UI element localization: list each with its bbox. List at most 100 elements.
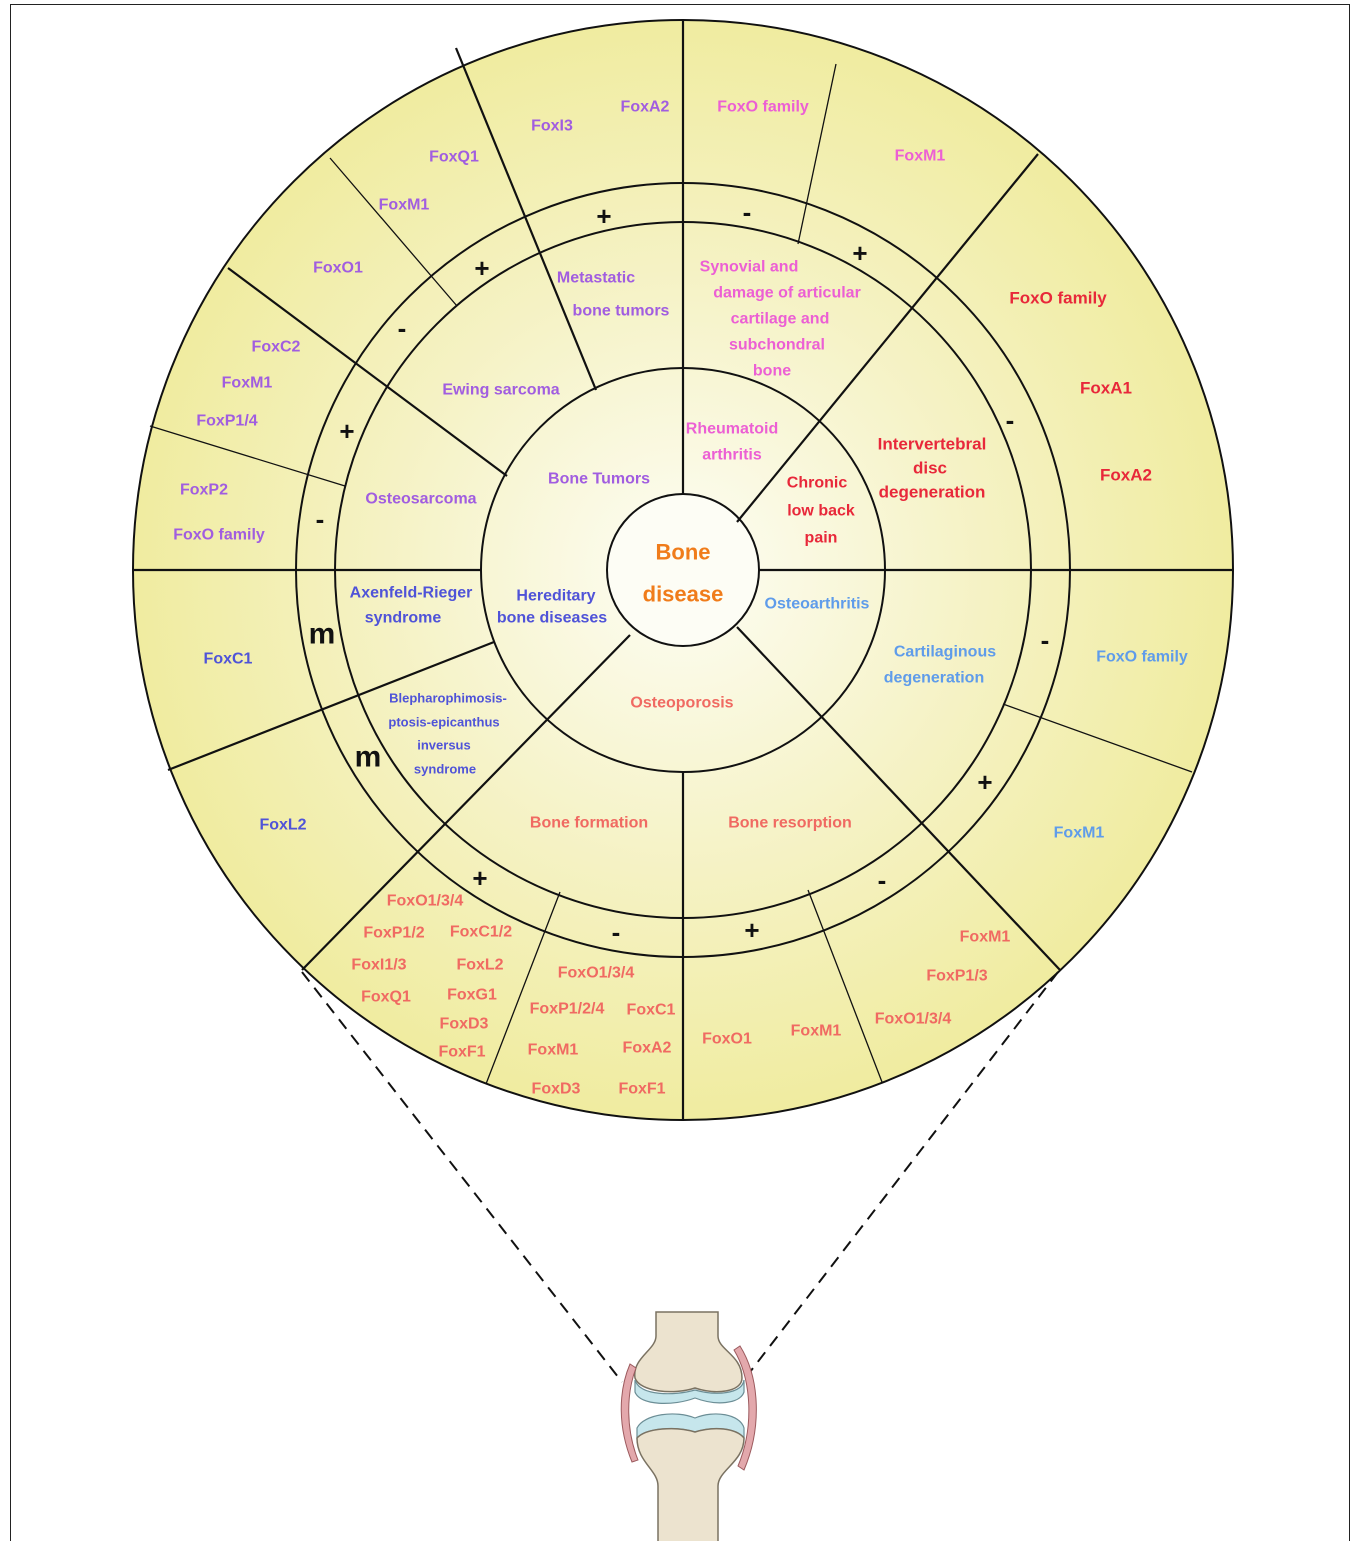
gene-foxc1-axenfeld: FoxC1 (204, 651, 253, 668)
gene-foxm1: FoxM1 (379, 197, 430, 214)
sign-resorption-minus: - (878, 865, 887, 895)
inner-bone-tumors: Bone Tumors (548, 471, 650, 488)
middle-cartilaginous-1: Cartilaginous (894, 644, 996, 661)
sign-resorption-plus: + (744, 915, 759, 945)
gene-foxm1-f: FoxM1 (791, 1023, 842, 1040)
gene-foxo-family: FoxO family (173, 527, 265, 544)
major-dividers (133, 20, 1233, 1120)
sign-axenfeld-m: m (309, 618, 336, 651)
divider-metastatic (454, 47, 598, 391)
middle-metastatic-2: bone tumors (573, 303, 670, 320)
gene-foxi3: FoxI3 (531, 118, 573, 135)
gene-foxc1-2: FoxC1/2 (450, 924, 512, 941)
middle-osteosarcoma: Osteosarcoma (365, 491, 476, 508)
gene-foxo1-3-4: FoxO1/3/4 (875, 1011, 952, 1028)
gene-foxp1-2: FoxP1/2 (363, 925, 424, 942)
middle-metastatic-1: Metastatic (557, 270, 635, 287)
center-label-line1: Bone (656, 540, 711, 565)
inner-osteoporosis: Osteoporosis (630, 695, 733, 712)
gene-foxd3: FoxD3 (532, 1081, 581, 1098)
gene-foxp1-4: FoxP1/4 (196, 413, 257, 430)
subdivider-ewing (329, 157, 458, 307)
outer-intervertebral-genes: FoxO family FoxA1 FoxA2 (1009, 289, 1152, 485)
sign-ewing-minus: - (398, 313, 407, 343)
outer-metastatic-genes: FoxA2 FoxI3 (531, 99, 669, 135)
outer-osteosarcoma-genes: FoxC2 FoxM1 FoxP1/4 FoxP2 FoxO family (173, 339, 300, 544)
gene-foxo1-b: FoxO1 (702, 1031, 752, 1048)
gene-foxm1-g: FoxM1 (528, 1042, 579, 1059)
gene-foxq1: FoxQ1 (429, 149, 479, 166)
sign-formation-plus: + (472, 863, 487, 893)
middle-synovial-5: bone (753, 363, 791, 380)
middle-bpes-4: syndrome (414, 762, 476, 777)
divider-osteosarcoma (227, 267, 508, 477)
middle-synovial-4: subchondral (729, 337, 825, 354)
subdivider-resorption (807, 889, 883, 1083)
middle-axenfeld-1: Axenfeld-Rieger (350, 585, 473, 602)
lower-bone (636, 1427, 745, 1541)
subdivider-synovial (797, 63, 837, 245)
middle-synovial-1: Synovial and (700, 259, 799, 276)
divider-upper-right (736, 153, 1039, 523)
inner-rheumatoid-2: arthritis (702, 447, 762, 464)
upper-cartilage (634, 1379, 745, 1404)
gene-foxm1-e: FoxM1 (960, 929, 1011, 946)
sign-synovial-minus: - (743, 197, 752, 227)
left-ligament (620, 1363, 639, 1463)
gene-foxm1-b: FoxM1 (222, 375, 273, 392)
sign-cartilaginous-minus: - (1041, 625, 1050, 655)
middle-bone-resorption: Bone resorption (728, 815, 852, 832)
outer-formation-minus-genes: FoxO1/3/4 FoxP1/2/4 FoxC1 FoxM1 FoxA2 Fo… (528, 965, 676, 1098)
gene-foxo1-3-4-b: FoxO1/3/4 (558, 965, 635, 982)
subdivider-osteo (149, 425, 346, 487)
outer-formation-plus-genes: FoxO1/3/4 FoxP1/2 FoxC1/2 FoxI1/3 FoxL2 … (351, 893, 512, 1061)
gene-foxg1: FoxG1 (447, 987, 497, 1004)
right-ligament (733, 1345, 757, 1471)
gene-foxp1-2-4: FoxP1/2/4 (530, 1001, 605, 1018)
outer-resorption-genes: FoxM1 FoxP1/3 FoxO1/3/4 FoxO1 FoxM1 (702, 929, 1010, 1048)
gene-foxo-family-c: FoxO family (1009, 289, 1107, 308)
middle-axenfeld-2: syndrome (365, 610, 442, 627)
middle-ewing: Ewing sarcoma (442, 382, 559, 399)
gene-foxf1: FoxF1 (618, 1081, 665, 1098)
gene-foxc1: FoxC1 (627, 1002, 676, 1019)
gene-foxf1-b: FoxF1 (438, 1044, 485, 1061)
subdivider-formation (485, 891, 561, 1085)
gene-foxm1-c: FoxM1 (895, 148, 946, 165)
inner-chronic-1: Chronic (787, 475, 848, 492)
upper-bone (634, 1311, 743, 1393)
center-circle (606, 493, 760, 647)
inner-hereditary-2: bone diseases (497, 610, 607, 627)
center-label-line2: disease (643, 582, 724, 607)
zoom-lines (301, 971, 1059, 1383)
gene-foxq1-b: FoxQ1 (361, 989, 411, 1006)
minor-dividers (149, 63, 1193, 1085)
gene-foxc2: FoxC2 (252, 339, 301, 356)
outer-synovial-genes: FoxO family FoxM1 (717, 99, 945, 165)
sign-synovial-plus: + (852, 238, 867, 268)
inner-rheumatoid-1: Rheumatoid (686, 421, 778, 438)
sign-ewing-plus: + (474, 253, 489, 283)
outer-cartilaginous-genes: FoxO family FoxM1 (1054, 649, 1188, 842)
divider-lower-right (736, 626, 1061, 971)
gene-foxd3-b: FoxD3 (440, 1016, 489, 1033)
sign-formation-minus: - (612, 917, 621, 947)
zoom-line-right (749, 971, 1059, 1373)
gene-foxl2: FoxL2 (456, 957, 503, 974)
inner-osteoarthritis: Osteoarthritis (765, 596, 870, 613)
inner-chronic-2: low back (787, 503, 855, 520)
gene-foxl2-bpes: FoxL2 (259, 817, 306, 834)
gene-foxa1: FoxA1 (1080, 379, 1132, 398)
middle-intervertebral-2: disc (913, 459, 947, 478)
gene-foxo-family-b: FoxO family (717, 99, 809, 116)
sign-bpes-m: m (355, 741, 382, 774)
gene-foxo1: FoxO1 (313, 260, 363, 277)
sign-osteosarcoma-minus: - (316, 504, 325, 534)
outer-ewing-genes: FoxQ1 FoxM1 FoxO1 (313, 149, 479, 277)
gene-foxa2-c: FoxA2 (623, 1040, 672, 1057)
divider-hereditary (167, 640, 495, 772)
middle-intervertebral-1: Intervertebral (878, 435, 987, 454)
middle-synovial-2: damage of articular (713, 285, 861, 302)
